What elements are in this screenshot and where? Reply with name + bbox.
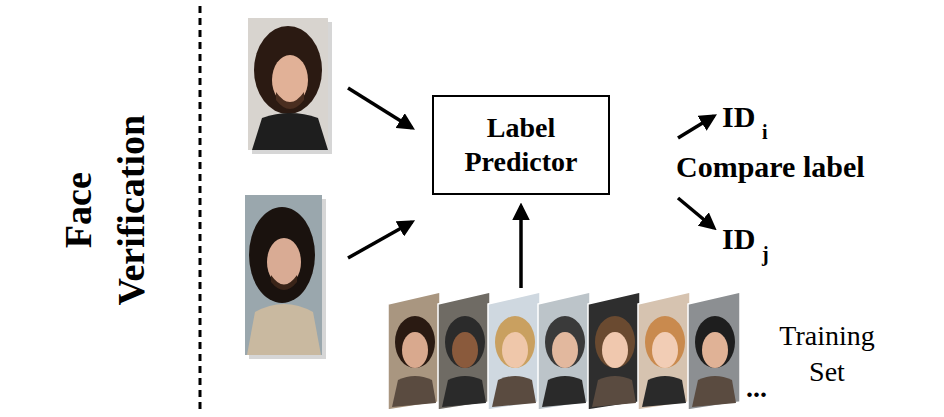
output-id: ID	[722, 100, 755, 135]
training-image	[538, 292, 590, 410]
illustration-part	[702, 332, 728, 368]
box-label: Label Predictor	[446, 111, 596, 178]
illustration-part	[688, 292, 740, 410]
illustration-part	[642, 376, 686, 407]
output-id: ID	[722, 222, 755, 257]
illustration-part	[488, 292, 540, 410]
illustration-part	[392, 376, 436, 407]
training-arrow	[519, 206, 523, 288]
ellipsis: ...	[746, 372, 767, 404]
hair	[249, 207, 315, 303]
illustration-part	[442, 376, 486, 407]
face-photo	[248, 18, 332, 154]
illustration-part	[552, 332, 578, 368]
fur-coat	[247, 304, 321, 355]
illustration-part	[395, 316, 435, 368]
illustration-part	[588, 292, 640, 410]
face-photo	[245, 195, 326, 359]
arrows	[348, 88, 714, 288]
illustration-part	[495, 316, 535, 368]
compare-note: Compare label	[676, 150, 865, 185]
training-images	[388, 292, 740, 410]
illustration-part	[492, 376, 536, 407]
illustration-part	[402, 332, 428, 368]
illustration-part	[452, 332, 478, 368]
illustration-part	[652, 332, 678, 368]
illustration-part	[645, 316, 685, 368]
side-heading: Face Verification	[52, 85, 158, 335]
illustration-part	[445, 316, 485, 368]
beard	[271, 275, 297, 290]
illustration-part	[538, 292, 590, 410]
illustration-part	[602, 332, 628, 368]
illustration-part	[692, 376, 736, 407]
jacket	[252, 113, 328, 150]
beard	[276, 92, 304, 109]
output-arrow	[678, 198, 714, 228]
output-subscript: i	[762, 121, 768, 144]
training-image	[488, 292, 540, 410]
illustration-part	[438, 292, 490, 410]
illustration-part	[592, 376, 636, 407]
separator-line	[199, 6, 202, 411]
hair	[254, 26, 322, 114]
illustration-part	[595, 316, 635, 368]
input-arrow	[348, 88, 412, 128]
training-image	[638, 292, 690, 410]
photo-background	[248, 18, 328, 150]
training-image	[588, 292, 640, 410]
training-caption: Training Set	[766, 318, 888, 391]
input-arrow	[348, 222, 412, 258]
output-arrow	[678, 116, 714, 138]
illustration-part	[695, 316, 735, 368]
output-subscript: j	[762, 243, 769, 266]
illustration-part	[542, 376, 586, 407]
training-image	[388, 292, 440, 410]
photo-background	[245, 195, 322, 355]
illustration-part	[502, 332, 528, 368]
training-image	[438, 292, 490, 410]
illustration-part	[388, 292, 440, 410]
illustration-part	[638, 292, 690, 410]
illustration-part	[545, 316, 585, 368]
training-image	[688, 292, 740, 410]
process-box: Label Predictor	[432, 95, 610, 195]
